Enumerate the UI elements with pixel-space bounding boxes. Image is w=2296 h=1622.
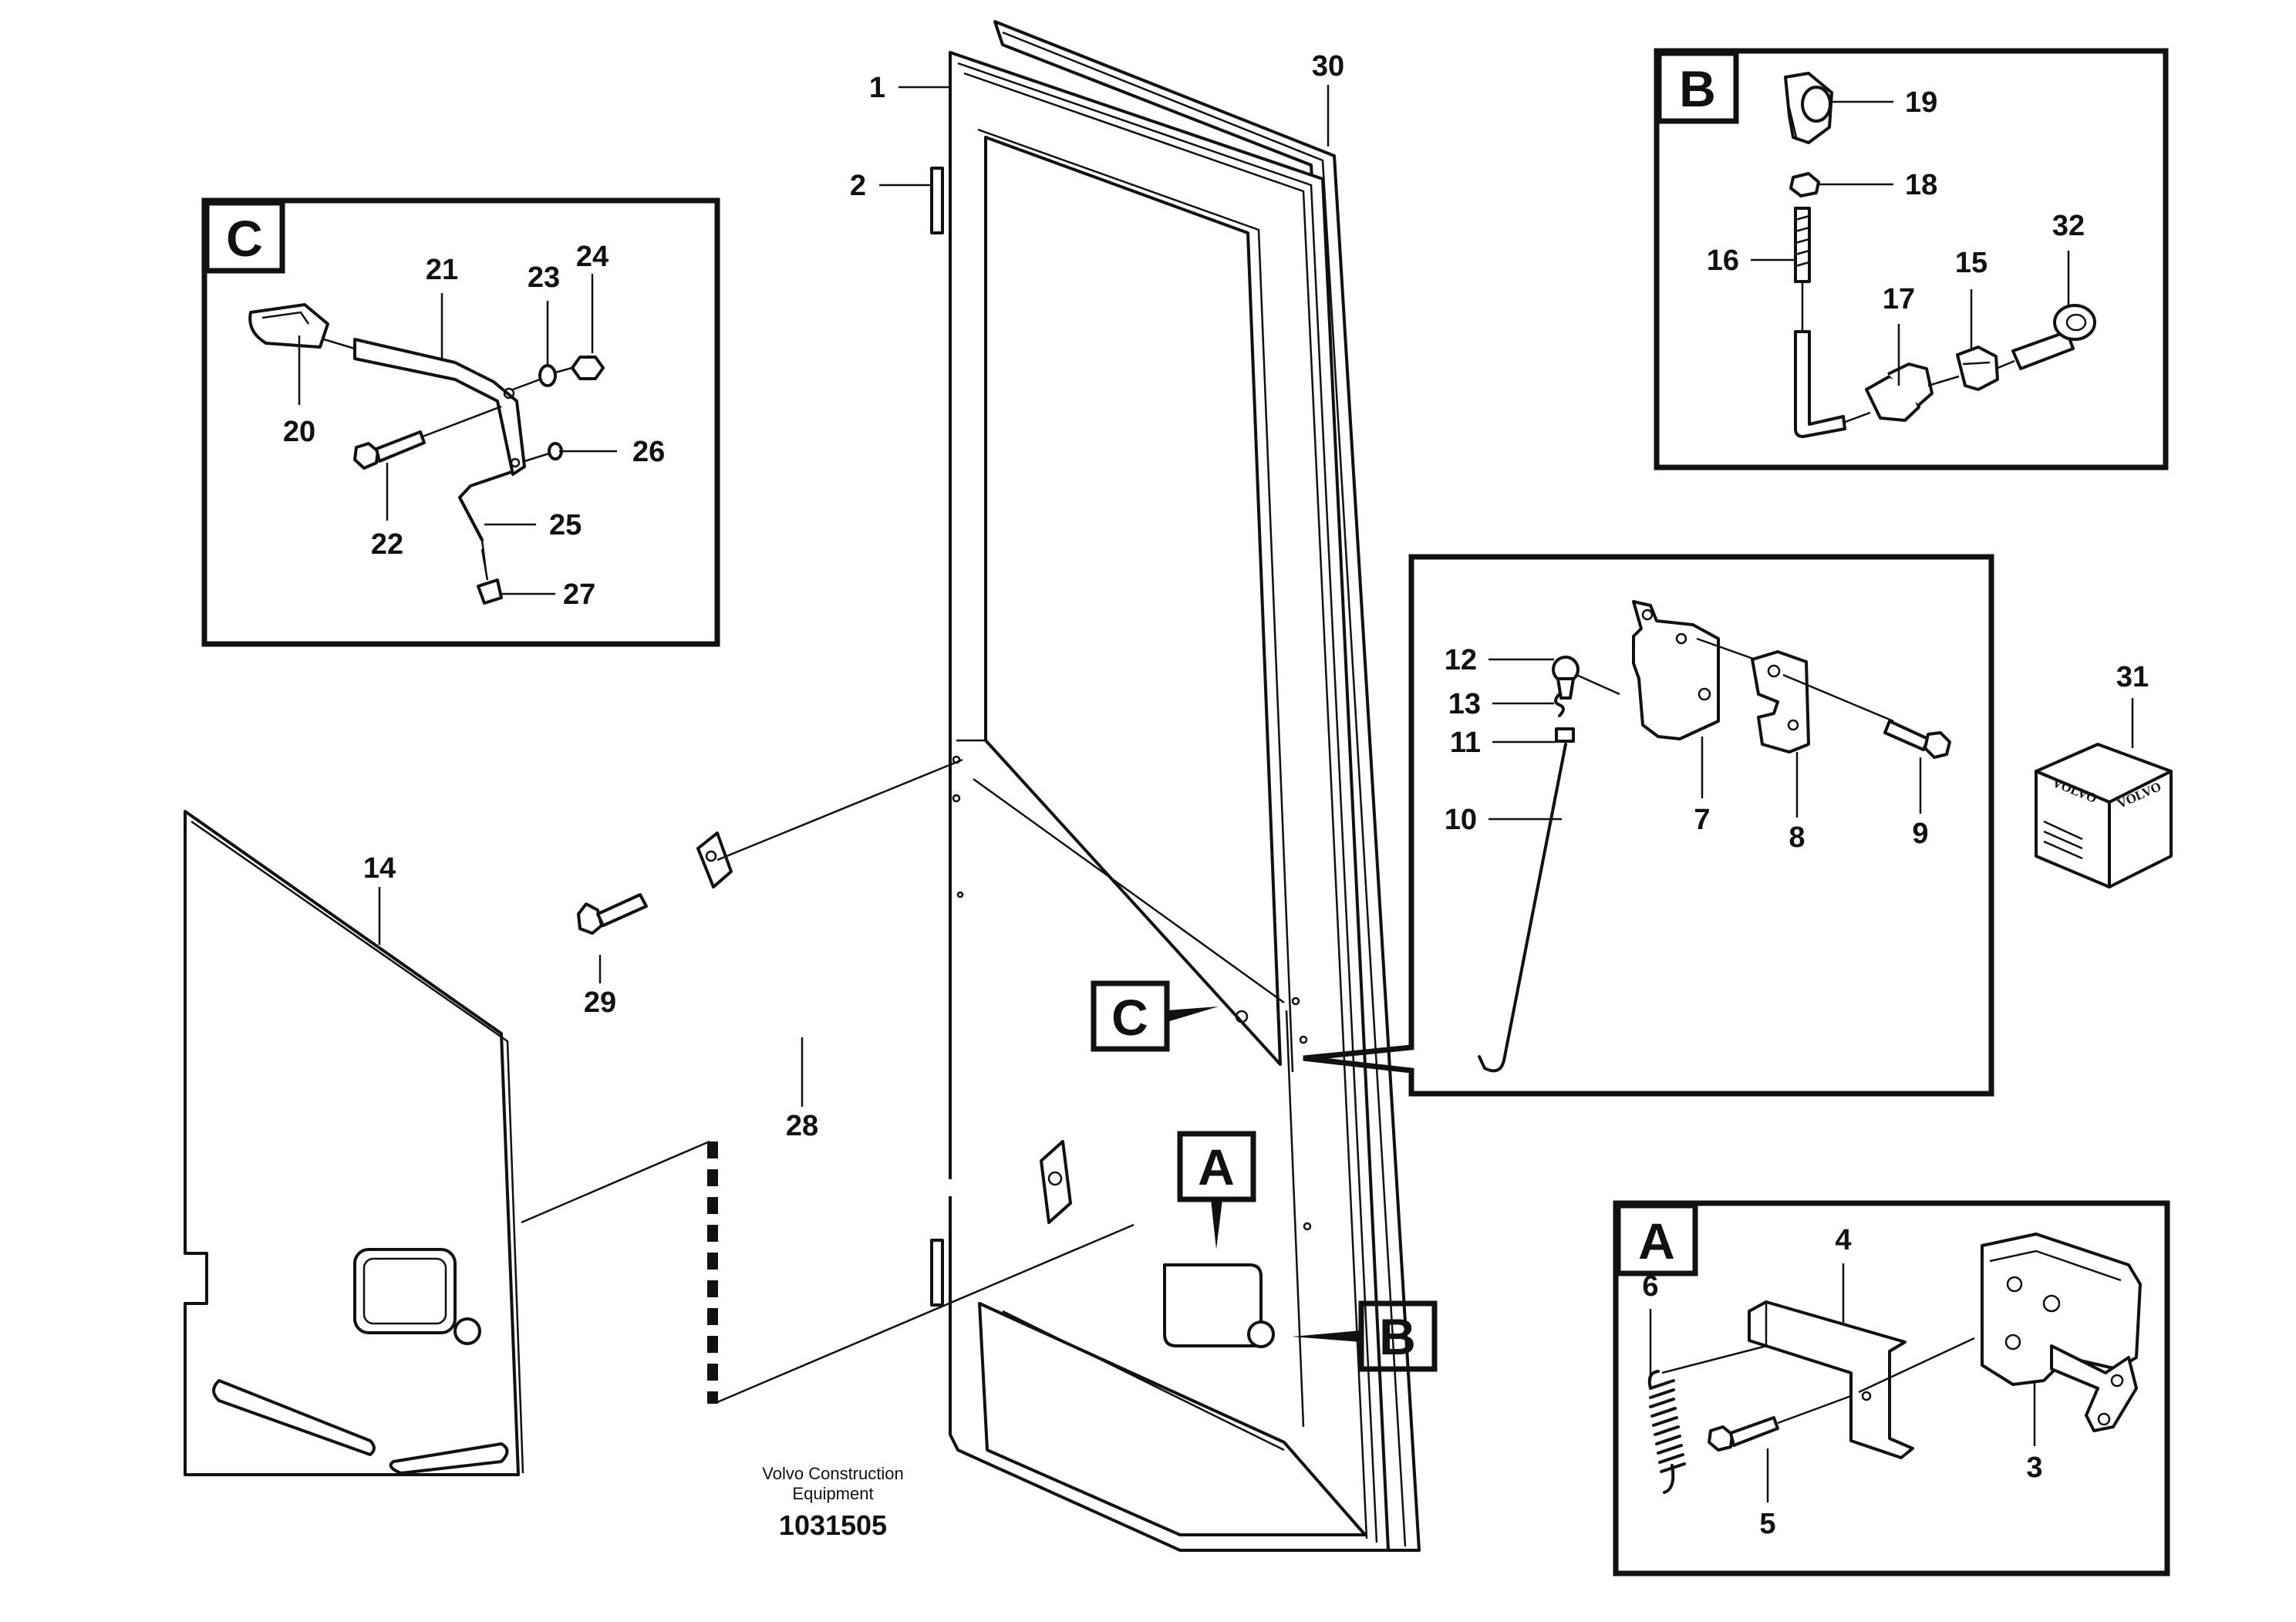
callout-7: 7 [1694,804,1710,836]
bolt-22 [353,405,502,470]
drawing-number: 1031505 [779,1509,887,1541]
footer-company-line1: Volvo Construction [762,1464,903,1483]
nut-24 [571,356,605,380]
callout-20: 20 [283,416,315,448]
callout-29: 29 [584,986,616,1019]
bracket-4 [1748,1300,1914,1459]
bolt-29 [577,893,648,935]
callout-9: 9 [1912,818,1928,850]
callout-11: 11 [1450,727,1481,759]
detail-c-tag: C [226,210,263,267]
callout-13: 13 [1448,688,1481,720]
callout-30: 30 [1312,50,1344,83]
callout-14: 14 [363,852,396,885]
panel-recess [353,1248,457,1334]
callout-22: 22 [371,528,403,561]
cam-15 [1956,346,1999,391]
callout-12: 12 [1445,644,1477,676]
door-latch-7 [1632,600,1720,740]
callout-23: 23 [528,261,560,294]
lock-hole [1247,1320,1275,1348]
bolt-9 [1883,720,1951,759]
door-detail-b-tag: B [1379,1308,1416,1365]
detail-a-box: A [1613,1200,2170,1576]
inner-panel [184,810,1135,1476]
callout-5: 5 [1759,1508,1775,1540]
detail-c-box: C [201,197,720,647]
callout-6: 6 [1642,1270,1658,1303]
callout-18: 18 [1905,169,1937,201]
door-assembly [930,20,1421,1552]
callout-3: 3 [2026,1452,2042,1484]
callout-16: 16 [1707,244,1739,277]
detail-a-tag: A [1638,1212,1675,1270]
leader-lines [298,85,2134,1502]
callout-2: 2 [850,170,866,202]
latch-detail-box [1303,554,1994,1097]
callout-4: 4 [1835,1224,1851,1256]
callout-31: 31 [2116,661,2149,693]
detail-b-box: B [1654,48,2169,470]
washer-23 [538,364,557,387]
callout-numbers: 1 2 30 14 29 28 20 21 23 24 22 26 25 27 … [283,50,2149,1540]
callout-27: 27 [563,578,595,611]
callout-25: 25 [549,509,582,541]
striker-8 [1751,650,1810,754]
callout-19: 19 [1905,86,1937,119]
bolt-5 [1708,1394,1852,1452]
callout-17: 17 [1883,283,1915,315]
parts-kit-box: VOLVO VOLVO [2035,743,2173,889]
detail-pointers: C A B [1091,980,1438,1372]
door-detail-a-tag: A [1198,1138,1235,1195]
grab-handle [577,758,1072,1224]
callout-15: 15 [1955,247,1988,279]
callout-10: 10 [1445,804,1477,836]
hinge-upper [930,167,944,234]
callout-26: 26 [632,436,665,468]
callout-24: 24 [576,241,609,273]
nut-18 [1789,172,1820,197]
callout-28: 28 [786,1110,818,1142]
drawing-footer: Volvo Construction Equipment 1031505 [762,1464,903,1541]
callout-1: 1 [869,72,885,104]
callout-8: 8 [1789,821,1805,854]
door-detail-c-tag: C [1111,989,1148,1046]
lock-cylinder-32 [2011,330,2075,370]
detail-b-tag: B [1679,60,1716,117]
callout-32: 32 [2052,210,2085,242]
footer-company-line2: Equipment [792,1484,873,1503]
hinge-lower [930,1239,944,1307]
nut-11 [1555,727,1575,743]
lock-plate [1163,1263,1263,1347]
callout-21: 21 [426,254,458,286]
